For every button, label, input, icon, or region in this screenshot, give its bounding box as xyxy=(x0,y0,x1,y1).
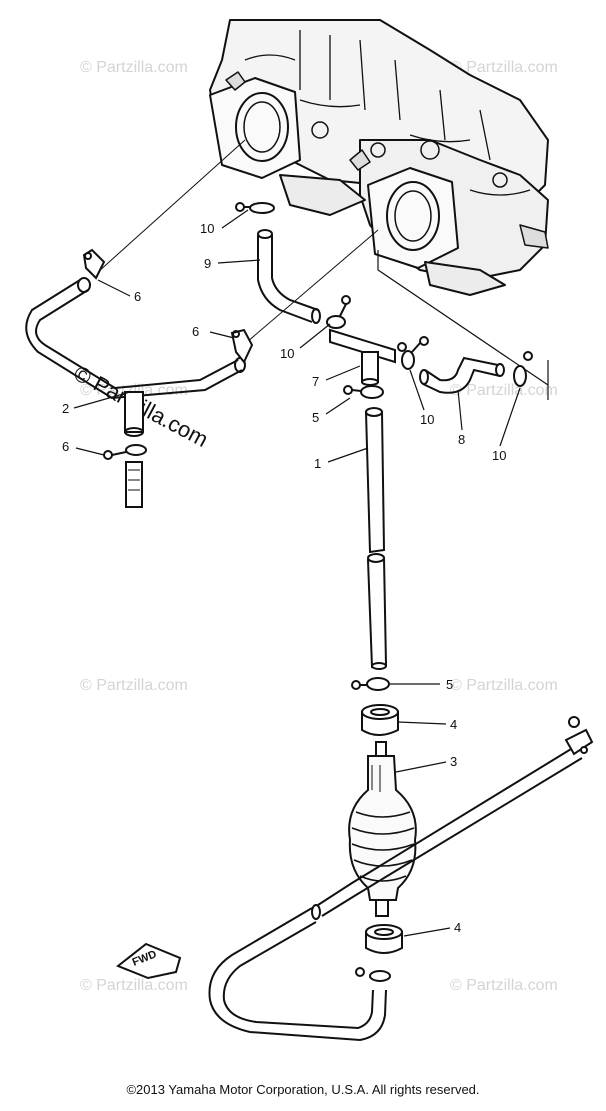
primer-bulb xyxy=(348,741,417,917)
callouts: 10 9 6 6 2 6 10 7 5 1 10 8 10 5 4 3 4 xyxy=(62,221,506,935)
watermark: © Partzilla.com xyxy=(450,59,558,76)
carburetor-assembly xyxy=(209,19,549,400)
callout-6: 6 xyxy=(134,289,141,304)
callout-9: 9 xyxy=(204,256,211,271)
lower-grommet xyxy=(355,924,403,982)
callout-10: 10 xyxy=(200,221,214,236)
callout-4: 4 xyxy=(450,717,457,732)
callout-7: 7 xyxy=(312,374,319,389)
fuel-system-diagram: © Partzilla.com © Partzilla.com © Partzi… xyxy=(25,19,594,1042)
fwd-arrow: FWD xyxy=(116,942,182,980)
watermark: © Partzilla.com xyxy=(80,59,188,76)
tee-fitting xyxy=(326,295,429,386)
lower-clamp-and-grommet xyxy=(351,677,399,736)
callout-5: 5 xyxy=(446,677,453,692)
callout-5: 5 xyxy=(312,410,319,425)
callout-8: 8 xyxy=(458,432,465,447)
copyright-notice: ©2013 Yamaha Motor Corporation, U.S.A. A… xyxy=(126,1082,480,1097)
hose-9 xyxy=(235,202,321,324)
leader-lines xyxy=(73,209,521,937)
callout-2: 2 xyxy=(62,401,69,416)
callout-6: 6 xyxy=(192,324,199,339)
callout-10: 10 xyxy=(420,412,434,427)
watermark: © Partzilla.com xyxy=(450,977,558,994)
long-pipe-1 xyxy=(343,385,388,670)
callout-1: 1 xyxy=(314,456,321,471)
watermark: © Partzilla.com xyxy=(80,977,188,994)
guide-lines xyxy=(97,139,379,349)
fuel-line-to-tank xyxy=(208,716,594,1042)
callout-6: 6 xyxy=(62,439,69,454)
watermark: © Partzilla.com xyxy=(450,677,558,694)
callout-3: 3 xyxy=(450,754,457,769)
callout-10: 10 xyxy=(492,448,506,463)
watermark: © Partzilla.com xyxy=(80,677,188,694)
hose-8 xyxy=(419,351,533,394)
callout-10: 10 xyxy=(280,346,294,361)
watermark: © Partzilla.com xyxy=(450,382,558,399)
callout-4: 4 xyxy=(454,920,461,935)
